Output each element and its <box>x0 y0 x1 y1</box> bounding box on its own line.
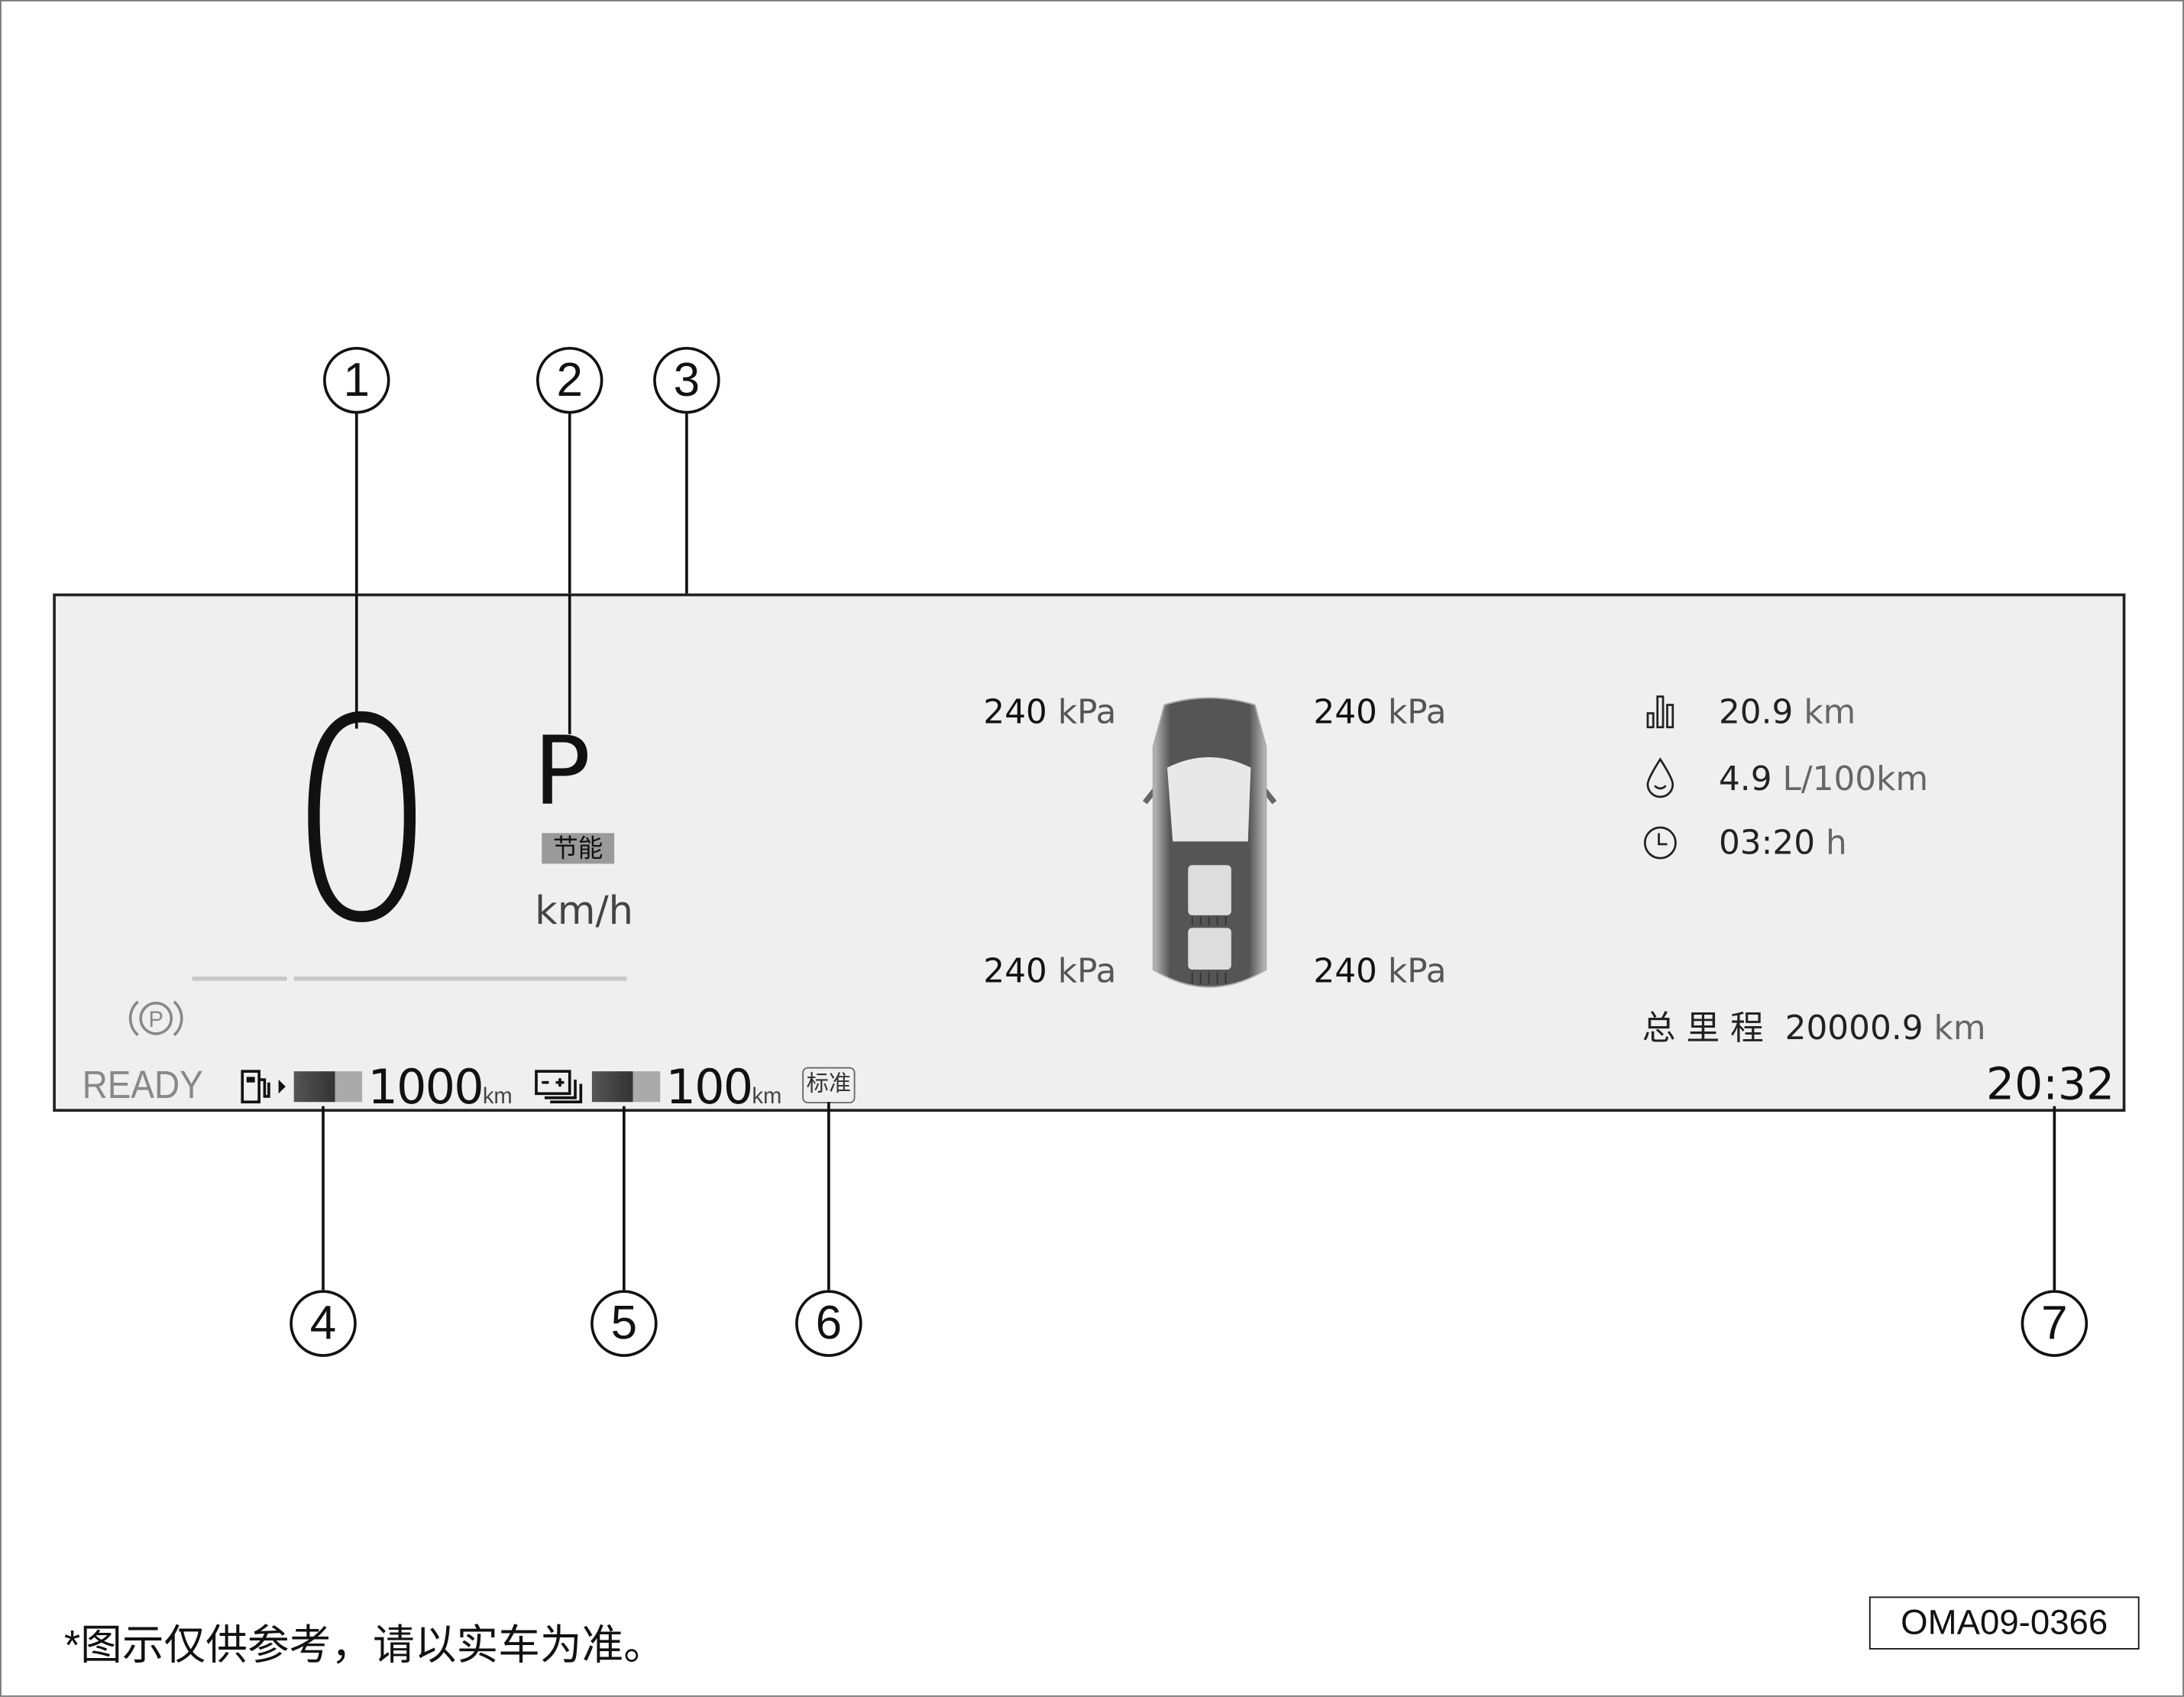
ready-indicator: READY <box>82 1063 203 1106</box>
tire-rear-right: 240 kPa <box>1313 951 1446 990</box>
battery-level-bar <box>591 1071 661 1103</box>
trip-distance-unit: km <box>1804 692 1856 732</box>
callout-3: 3 <box>653 347 720 414</box>
tire-value: 240 <box>983 951 1047 991</box>
fuel-drop-icon <box>1646 757 1674 798</box>
fuel-range-unit: km <box>482 1085 513 1109</box>
callout-4: 4 <box>290 1290 357 1357</box>
instrument-cluster <box>53 593 2126 1112</box>
tire-value: 240 <box>1313 951 1377 991</box>
odometer: 总 里 程 20000.9 km <box>1642 1000 1986 1049</box>
trip-time-value: 03:20 <box>1718 823 1816 863</box>
battery-range-unit: km <box>752 1085 782 1109</box>
trip-distance-value: 20.9 <box>1718 692 1794 732</box>
tire-rear-left: 240 kPa <box>983 951 1116 990</box>
leader-line-7 <box>2053 1106 2056 1291</box>
callout-6: 6 <box>795 1290 862 1357</box>
trip-distance: 20.9 km <box>1719 692 1856 731</box>
odometer-unit: km <box>1933 1009 1986 1048</box>
figure-code: OMA09-0366 <box>1869 1596 2140 1650</box>
tire-unit: kPa <box>1057 951 1117 991</box>
svg-text:P: P <box>148 1008 163 1032</box>
parking-brake-icon: P <box>128 1000 183 1037</box>
gear-indicator: P <box>533 717 591 828</box>
callout-1: 1 <box>323 347 390 414</box>
odometer-value: 20000.9 <box>1784 1009 1924 1048</box>
trip-time: 03:20 h <box>1719 824 1847 863</box>
tire-unit: kPa <box>1387 951 1447 991</box>
leader-line-1 <box>354 413 358 729</box>
fuel-level-bar <box>293 1071 363 1103</box>
fuel-range-value: 1000 <box>367 1060 484 1116</box>
battery-icon <box>535 1070 583 1104</box>
speed-unit: km/h <box>535 887 634 934</box>
trip-consumption-value: 4.9 <box>1718 759 1772 798</box>
bar-chart-icon <box>1646 695 1674 729</box>
speed-bar-track <box>293 976 627 981</box>
leader-line-2 <box>568 413 571 734</box>
trip-time-unit: h <box>1826 823 1847 863</box>
leader-line-6 <box>827 1102 830 1291</box>
trip-consumption: 4.9 L/100km <box>1719 759 1928 798</box>
tire-value: 240 <box>983 692 1047 732</box>
fuel-range: 1000km <box>367 1061 512 1116</box>
trip-consumption-unit: L/100km <box>1782 759 1929 798</box>
clock-icon <box>1643 826 1677 860</box>
tire-value: 240 <box>1313 692 1377 732</box>
tire-front-right: 240 kPa <box>1313 692 1446 731</box>
car-top-view-icon <box>1142 697 1277 988</box>
clock-time: 20:32 <box>1986 1057 2115 1111</box>
leader-line-5 <box>623 1106 626 1291</box>
fuel-pump-icon <box>241 1070 286 1104</box>
battery-range-value: 100 <box>665 1060 754 1116</box>
regen-mode-badge: 标准 <box>802 1067 856 1104</box>
tire-unit: kPa <box>1057 692 1117 732</box>
odometer-label: 总 里 程 <box>1642 1009 1764 1048</box>
drive-mode-badge: 节能 <box>542 833 615 864</box>
leader-line-2-in <box>568 594 571 734</box>
disclaimer-note: *图示仅供参考，请以实车为准。 <box>63 1623 665 1669</box>
tire-front-left: 240 kPa <box>983 692 1116 731</box>
speed-bar-segment <box>192 976 287 981</box>
battery-range: 100km <box>666 1061 782 1116</box>
callout-7: 7 <box>2021 1290 2089 1357</box>
callout-5: 5 <box>590 1290 658 1357</box>
callout-2: 2 <box>535 347 603 414</box>
speed-readout: 0 <box>286 660 438 986</box>
leader-line-1-in <box>354 594 358 729</box>
tire-unit: kPa <box>1387 692 1447 732</box>
leader-line-4 <box>322 1106 325 1291</box>
